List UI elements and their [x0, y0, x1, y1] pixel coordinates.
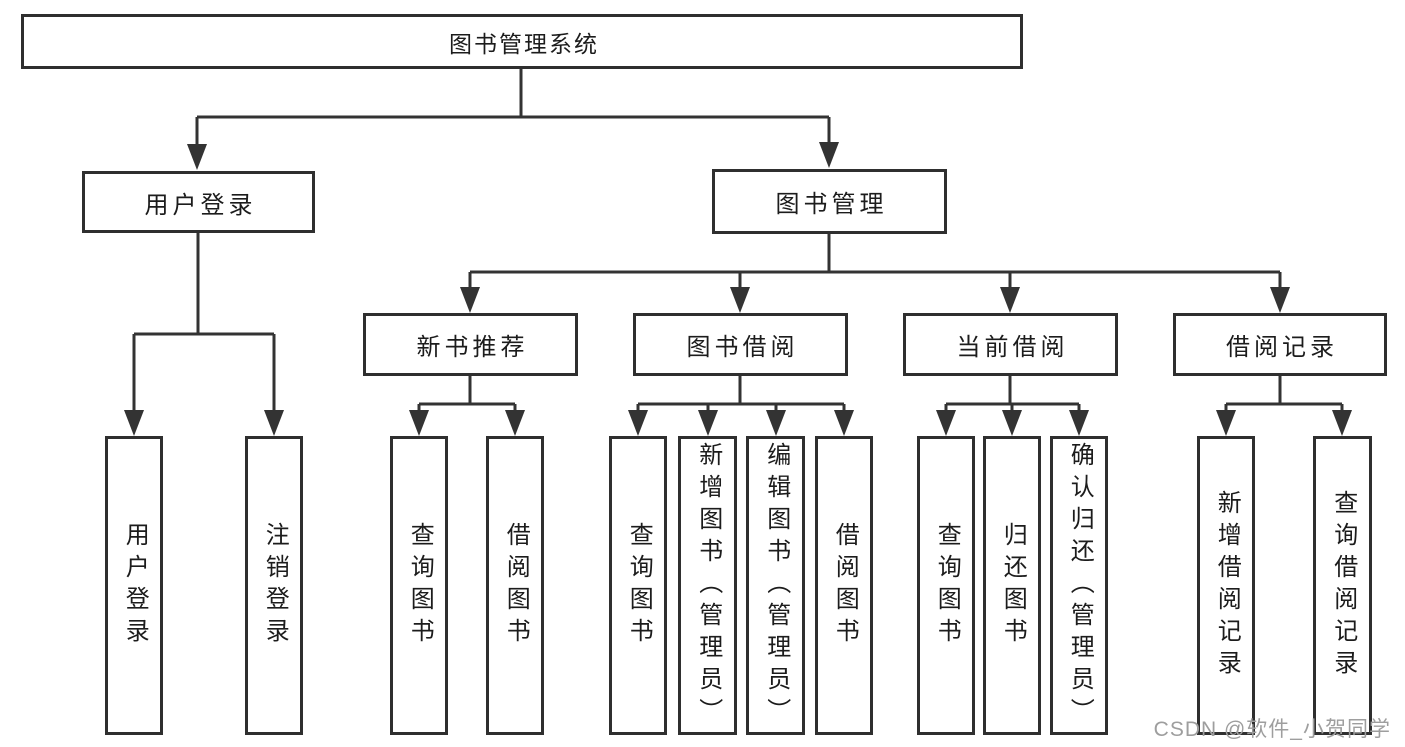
node-current-borrow: 当前借阅: [903, 313, 1118, 376]
connector-borrow-records-to-leaves: [1216, 375, 1352, 436]
node-leaf-borrow-books-recommend: 借阅图书: [486, 436, 544, 735]
node-label: 新书推荐: [416, 334, 529, 361]
node-label: 新增借阅记录: [1213, 489, 1241, 682]
node-book-borrow: 图书借阅: [633, 313, 848, 376]
node-label: 确认归还（管理员）: [1066, 441, 1094, 730]
node-leaf-confirm-return-admin: 确认归还（管理员）: [1050, 436, 1108, 735]
node-label: 编辑图书（管理员）: [762, 441, 790, 730]
node-leaf-logout: 注销登录: [245, 436, 303, 735]
node-leaf-return-books: 归还图书: [983, 436, 1041, 735]
connector-user-login-to-leaves: [124, 233, 284, 436]
node-label: 图书管理系统: [449, 30, 599, 57]
node-label: 图书借阅: [686, 334, 799, 361]
node-label: 查询借阅记录: [1329, 489, 1357, 682]
node-label: 查询图书: [625, 521, 653, 650]
node-borrow-records: 借阅记录: [1173, 313, 1387, 376]
node-label: 当前借阅: [956, 334, 1069, 361]
node-leaf-add-book-admin: 新增图书（管理员）: [678, 436, 737, 735]
node-library-management-system: 图书管理系统: [21, 14, 1023, 69]
connector-root-to-level2: [187, 69, 839, 170]
node-label: 注销登录: [261, 521, 289, 650]
node-label: 用户登录: [121, 521, 149, 650]
node-leaf-borrow-books: 借阅图书: [815, 436, 873, 735]
node-new-book-recommend: 新书推荐: [363, 313, 578, 376]
node-leaf-query-books-recommend: 查询图书: [390, 436, 448, 735]
connector-book-borrow-to-leaves: [628, 375, 854, 436]
node-label: 查询图书: [406, 521, 434, 650]
node-leaf-user-login: 用户登录: [105, 436, 163, 735]
node-user-login: 用户登录: [82, 171, 315, 233]
node-leaf-add-borrow-record: 新增借阅记录: [1197, 436, 1255, 735]
node-label: 查询图书: [933, 521, 961, 650]
connector-current-borrow-to-leaves: [936, 375, 1089, 436]
node-label: 用户登录: [144, 191, 257, 219]
node-label: 归还图书: [999, 521, 1027, 650]
connector-book-management-to-level3: [460, 234, 1290, 313]
node-label: 借阅图书: [502, 521, 530, 650]
node-label: 图书管理: [775, 191, 888, 218]
watermark: CSDN @软件_小贺同学: [1153, 718, 1391, 741]
connector-new-book-recommend-to-leaves: [409, 375, 525, 436]
node-label: 借阅图书: [831, 521, 859, 650]
node-leaf-edit-book-admin: 编辑图书（管理员）: [746, 436, 805, 735]
node-leaf-query-books-borrow: 查询图书: [609, 436, 667, 735]
node-label: 借阅记录: [1226, 334, 1338, 361]
node-leaf-query-books-current: 查询图书: [917, 436, 975, 735]
node-label: 新增图书（管理员）: [694, 441, 722, 730]
node-book-management: 图书管理: [712, 169, 947, 234]
node-leaf-query-borrow-record: 查询借阅记录: [1313, 436, 1372, 735]
